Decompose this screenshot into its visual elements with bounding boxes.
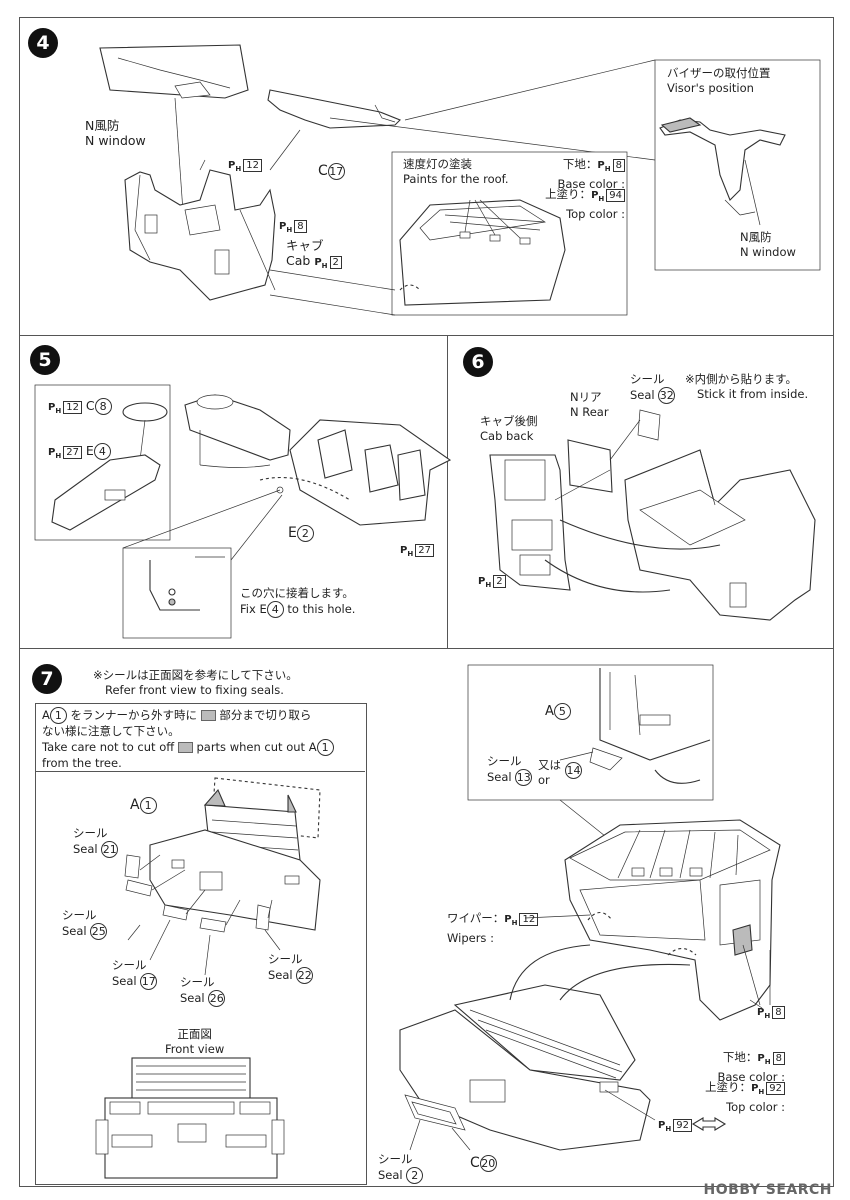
seal-front-view-note: ※シールは正面図を参考にして下さい。 Refer front view to f… [93,668,298,697]
roof-paint-label: 速度灯の塗装 Paints for the roof. [403,157,509,186]
step-6-number: 6 [463,347,493,377]
divider-row2 [19,648,834,649]
divider-row1 [19,335,834,336]
divider-col [447,335,448,648]
step-5-number: 5 [30,345,60,375]
hobby-search-watermark: HOBBY SEARCH [703,1182,832,1198]
seal32-label: シール Seal 32 [630,372,676,404]
inside-note: ※内側から貼ります。 Stick it from inside. [685,372,809,401]
seal14-num: 14 [565,762,582,779]
instruction-sheet [19,17,834,1187]
warning-divider [35,771,365,772]
step-4-number: 4 [28,28,58,58]
step-7-number: 7 [32,664,62,694]
